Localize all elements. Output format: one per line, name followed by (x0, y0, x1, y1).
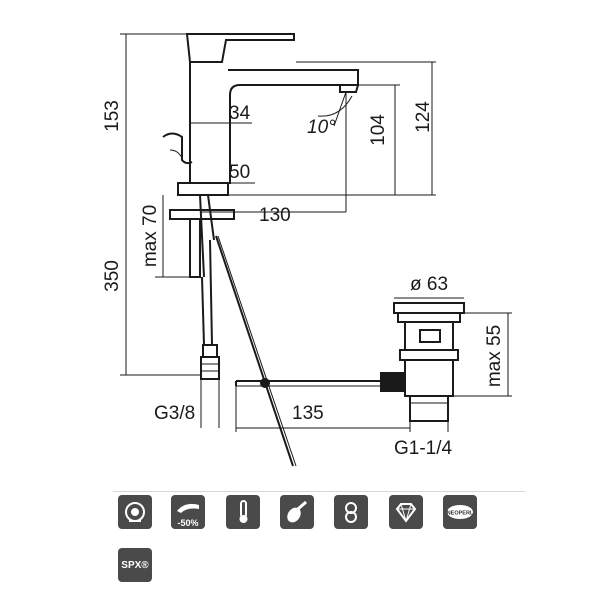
water-saving-label: -50% (177, 518, 199, 528)
icon-divider (113, 491, 525, 492)
dim-max70: max 70 (140, 205, 161, 267)
dim-50: 50 (229, 162, 250, 183)
spx-logo-text: SPX® (121, 559, 149, 571)
dim-104: 104 (368, 114, 389, 146)
drumstick-icon (280, 495, 314, 529)
dim-124: 124 (413, 101, 434, 133)
angle-label: 10° (307, 117, 336, 138)
dim-135: 135 (292, 403, 324, 424)
cartridge-icon (118, 495, 152, 529)
brand-seal-text: NEOPERL (447, 511, 474, 517)
diamond-icon (389, 495, 423, 529)
dimension-lines (120, 33, 512, 432)
dim-max55: max 55 (484, 325, 505, 387)
thermometer-icon (226, 495, 260, 529)
dim-diam63: ø 63 (410, 274, 448, 295)
faucet-body (162, 33, 380, 467)
dim-153: 153 (102, 100, 123, 132)
brand-seal-icon: NEOPERL (443, 495, 477, 529)
waste-valve (380, 302, 465, 422)
dim-130: 130 (259, 205, 291, 226)
dimension-labels: 153 34 50 104 124 10° 130 max 70 350 G3/… (102, 100, 505, 459)
spx-logo-icon: SPX® (118, 548, 152, 582)
aerator-icon (334, 495, 368, 529)
dim-34: 34 (229, 103, 251, 124)
water-saving-icon: -50% (171, 495, 205, 529)
dim-350: 350 (102, 260, 123, 292)
dim-g38: G3/8 (154, 403, 195, 424)
dim-g114: G1-1/4 (394, 438, 453, 459)
